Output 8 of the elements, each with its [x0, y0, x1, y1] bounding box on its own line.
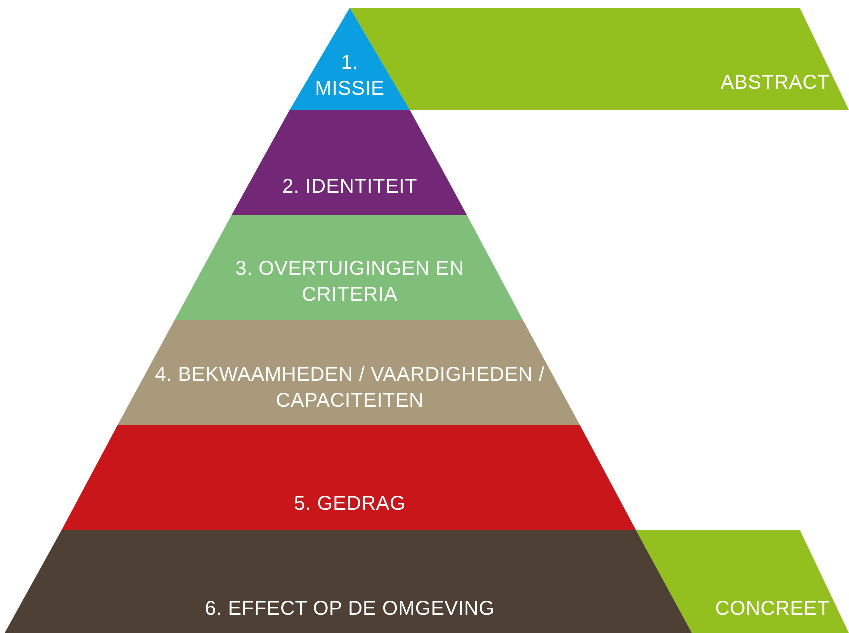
- level-label: 2. IDENTITEIT: [281, 175, 419, 200]
- level-label: 1. MISSIE: [314, 51, 386, 102]
- level-label: 4. BEKWAAMHEDEN / VAARDIGHEDEN / CAPACITEITEN: [154, 363, 546, 414]
- level-label: 3. OVERTUIGINGEN EN CRITERIA: [234, 257, 466, 308]
- level-label: 5. GEDRAG: [293, 492, 407, 517]
- level-label: CONCREET: [714, 597, 830, 622]
- level-label: 6. EFFECT OP DE OMGEVING: [204, 597, 496, 622]
- level-label: ABSTRACT: [720, 71, 830, 96]
